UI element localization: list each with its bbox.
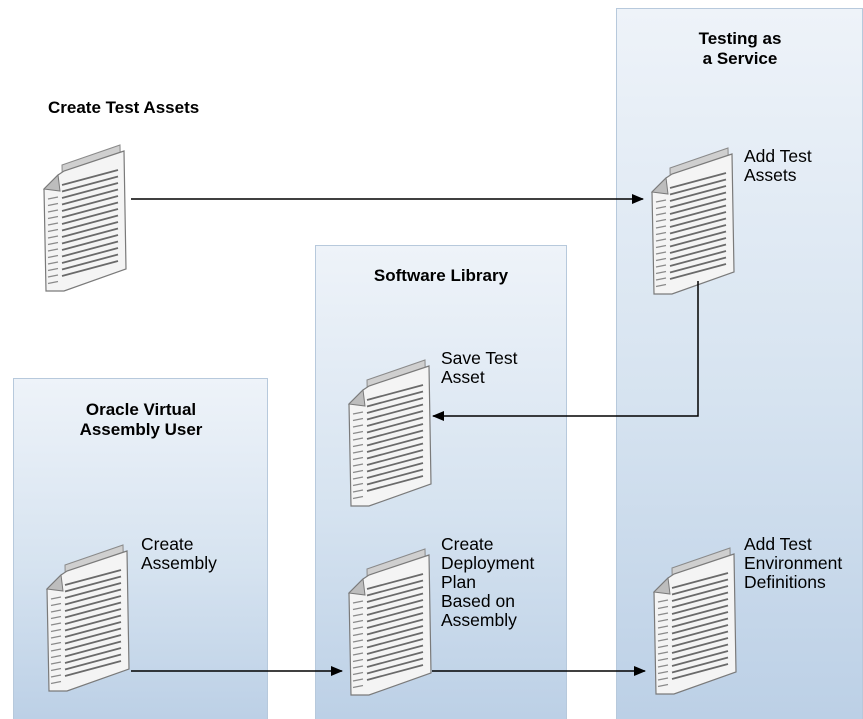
label-add-test-assets: Add Test Assets: [744, 146, 812, 185]
label-add-test-environment-definitions: Add Test Environment Definitions: [744, 534, 843, 592]
lane-title-testing-as-a-service: Testing as a Service: [698, 29, 782, 68]
heading-create-test-assets: Create Test Assets: [48, 98, 200, 117]
document-icon: [45, 544, 130, 692]
document-icon: [347, 548, 432, 696]
label-create-deployment-plan: Create Deployment Plan Based on Assembly: [441, 534, 535, 630]
document-icon: [42, 144, 127, 292]
document-icon: [652, 547, 737, 695]
label-save-test-asset: Save Test Asset: [441, 348, 518, 387]
lane-title-oracle-virtual-assembly-user: Oracle Virtual Assembly User: [79, 400, 203, 439]
document-icon: [347, 359, 432, 507]
label-create-assembly: Create Assembly: [141, 534, 217, 573]
lane-title-software-library: Software Library: [373, 266, 509, 285]
document-icon: [650, 147, 735, 295]
